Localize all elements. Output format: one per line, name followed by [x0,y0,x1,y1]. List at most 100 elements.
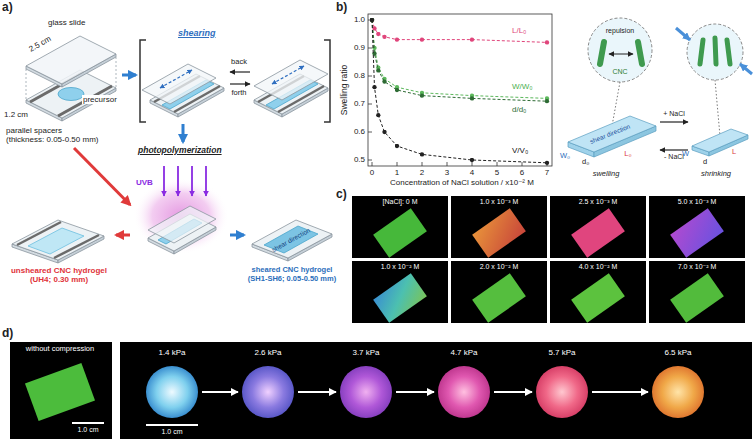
stage-text: glass slide [48,18,85,27]
process-arrow [122,74,136,77]
dimension-label: L [732,148,736,157]
stage-panel: glass slide2.5 cm1.2 cmprecursorparallel… [2,16,122,148]
stage-panel: unsheared CNC hydrogel (UH4; 0.30 mm) [2,214,116,294]
back-forth-arrow [230,71,250,72]
salt-photo-tiles [670,273,724,322]
tick-label: 0.6 [354,127,365,136]
cnc-schematic [687,24,743,80]
swelling-chart [368,14,552,166]
cnc-schematic [700,40,703,64]
swelling-chart [368,20,547,166]
tick-label: 0.9 [354,43,365,52]
sheared-hydrogel [252,220,332,258]
process-arrow [116,234,130,237]
process-arrow [182,124,185,142]
concentration-label: 2.0 x 10⁻² M [480,263,519,271]
scale-label: 1.0 cm [161,428,182,436]
salt-photo-tiles [472,208,526,257]
dimension-label: L₀ [624,150,631,159]
compression-photos [592,391,648,393]
compression-photos [202,391,648,393]
cnc-schematic [660,121,688,122]
axis-title: Concentration of NaCl solution / x10⁻² M [390,178,534,187]
compression-photos [536,366,588,418]
uv-curing [163,166,165,196]
cnc-schematic [727,40,730,64]
compression-photos [72,422,104,424]
compression-photos [396,391,434,393]
unsheared-hydrogel [28,228,84,254]
stage-text: forth [231,89,246,98]
salt-photo-tiles [472,208,526,257]
concentration-label: 7.0 x 10⁻² M [678,263,717,271]
tick-label: 0.5 [354,155,365,164]
cnc-schematic [715,38,716,64]
tick-label: 7 [545,168,549,177]
stage-text: shear direction [271,226,312,253]
swelling-chart [372,20,547,98]
cnc-schematic [568,18,752,157]
panel-letter: b) [336,1,347,15]
pressure-label: 2.6 kPa [254,348,281,357]
axis-title: Swelling ratio [340,65,350,116]
shearing-bracket [140,40,330,122]
process-label: + NaCl [663,110,685,118]
state-label: swelling [593,170,620,179]
scale-label: 1.0 cm [77,426,98,434]
sheared-slide-pair [142,64,216,104]
sheared-slide-pair [254,60,328,100]
concentration-label: 4.0 x 10⁻² M [579,263,618,271]
stage-panel: shearingbackforth [136,26,332,124]
cnc-schematic [638,42,642,64]
concentration-label: 1.0 x 10⁻² M [381,263,420,271]
salt-photo-tiles [352,261,448,323]
connector-layer [74,75,244,235]
uv-curing [133,178,229,254]
salt-photo-tiles [352,196,448,258]
salt-photo-tiles [670,208,724,257]
series-label: d/d₀ [512,105,526,114]
cnc-schematic [676,28,690,40]
salt-photo-tiles [373,208,427,257]
tick-label: 0.8 [354,71,365,80]
compression-photos [652,366,704,418]
callout-label: repulsion [606,27,634,35]
shearing-bracket [140,40,330,122]
stage-text: UVB [136,178,153,187]
panel-letter: d) [2,327,13,341]
stage-text: 2.5 cm [27,34,52,54]
tick-label: 5 [495,168,499,177]
salt-photo-tiles [571,208,625,257]
salt-photo-tiles [670,208,724,257]
concentration-label: [NaCl]: 0 M [382,198,417,206]
stage-panel: photopolymerizationUVB [130,142,230,256]
salt-photo-tiles [670,273,724,322]
swelling-chart [368,14,552,166]
salt-photo-tiles [373,208,427,257]
swelling-chart [372,20,547,42]
tick-label: 1 [395,168,399,177]
stage-text: precursor [82,95,118,104]
process-arrow [230,234,244,237]
tick-label: 1.0 [354,15,365,24]
salt-photo-tiles [472,273,526,322]
sheared-slide-pair [160,70,192,88]
tick-label: 3 [445,168,449,177]
sheared-slide-pair [142,64,224,117]
pressure-label: 4.7 kPa [450,348,477,357]
stage-text: 1.2 cm [4,110,28,119]
uv-curing [164,166,206,196]
uv-curing [133,166,229,254]
concentration-label: 5.0 x 10⁻³ M [678,198,717,206]
concentration-label: 1.0 x 10⁻³ M [480,198,519,206]
stage-panel: shear directionsheared CNC hydrogel (SH1… [244,214,340,294]
compression-photos [340,366,392,418]
tick-label: 0.7 [354,99,365,108]
salt-photo-tiles [451,261,547,323]
salt-photo-tiles [649,261,745,323]
uv-curing [205,166,207,196]
compression-photos [120,342,752,439]
swelling-chart [372,20,547,163]
